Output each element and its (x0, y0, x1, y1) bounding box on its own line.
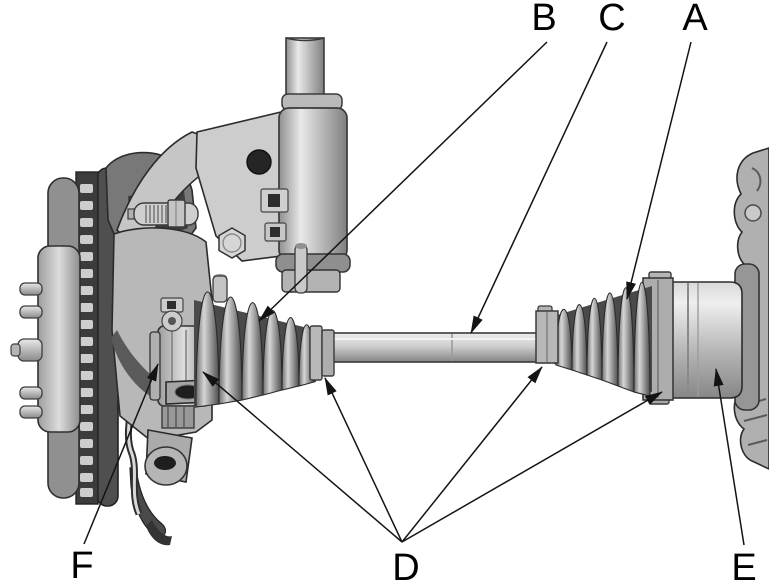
strut-housing (278, 107, 348, 261)
brake-rotor (10, 167, 172, 546)
rotor-vent-slots (80, 184, 93, 497)
inner-cv-boot (554, 281, 652, 397)
strut-tube (285, 37, 325, 99)
inner-joint-housing (671, 281, 743, 399)
leader-line-f (83, 363, 159, 545)
caliper-guide-pin (127, 199, 199, 228)
leader-line-a (626, 41, 692, 300)
knuckle-pin (212, 275, 228, 303)
spindle-nub (17, 338, 43, 362)
leader-line-b (258, 41, 548, 322)
steering-knuckle (111, 131, 215, 486)
leader-line-d (401, 366, 543, 543)
leader-line-d (202, 371, 403, 543)
mini-boot (161, 405, 195, 429)
inner-boot-small-clamp (535, 305, 559, 364)
hub-hat (37, 245, 81, 433)
callout-label-d: D (392, 547, 419, 586)
callout-label-f: F (70, 545, 93, 586)
callout-leader-lines (83, 41, 745, 546)
callout-label-b: B (531, 0, 556, 39)
wheel-studs (10, 282, 43, 419)
axle-shaft (317, 332, 549, 363)
leader-line-d (401, 391, 663, 543)
leader-line-e (713, 368, 745, 546)
hex-bolt (218, 227, 246, 259)
callout-labels: B C A F D E (70, 0, 756, 586)
leader-line-d (324, 377, 403, 543)
strut-stub-pin (294, 244, 308, 294)
strut (195, 37, 351, 303)
bracket-hole (246, 149, 272, 175)
leader-line-c (470, 41, 608, 334)
knuckle-clamp (281, 269, 341, 293)
outer-boot-small-clamp (309, 325, 335, 381)
callout-label-c: C (598, 0, 625, 39)
callout-label-a: A (682, 0, 708, 39)
callout-label-e: E (731, 547, 756, 586)
